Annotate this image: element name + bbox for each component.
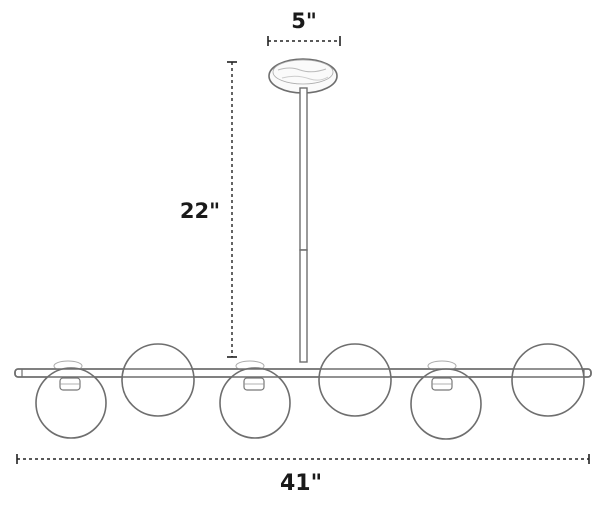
bar-overlay <box>14 368 592 378</box>
globe-upper-1 <box>121 343 195 417</box>
globe-lower-3 <box>410 360 482 440</box>
drop-height-label: 22" <box>180 199 220 223</box>
globe-upper-3 <box>511 343 585 417</box>
globe-upper-2 <box>318 343 392 417</box>
overall-length-dimension: 41" <box>16 454 590 496</box>
down-rod <box>299 87 308 363</box>
canopy-width-dimension: 5" <box>267 9 341 46</box>
canopy-width-label: 5" <box>291 9 317 33</box>
globe-lower-1 <box>35 360 107 439</box>
horizontal-bar <box>14 368 592 378</box>
drop-height-dimension: 22" <box>180 61 237 358</box>
overall-length-label: 41" <box>280 471 322 496</box>
globe-lower-2 <box>219 360 291 439</box>
ceiling-canopy <box>268 58 338 94</box>
